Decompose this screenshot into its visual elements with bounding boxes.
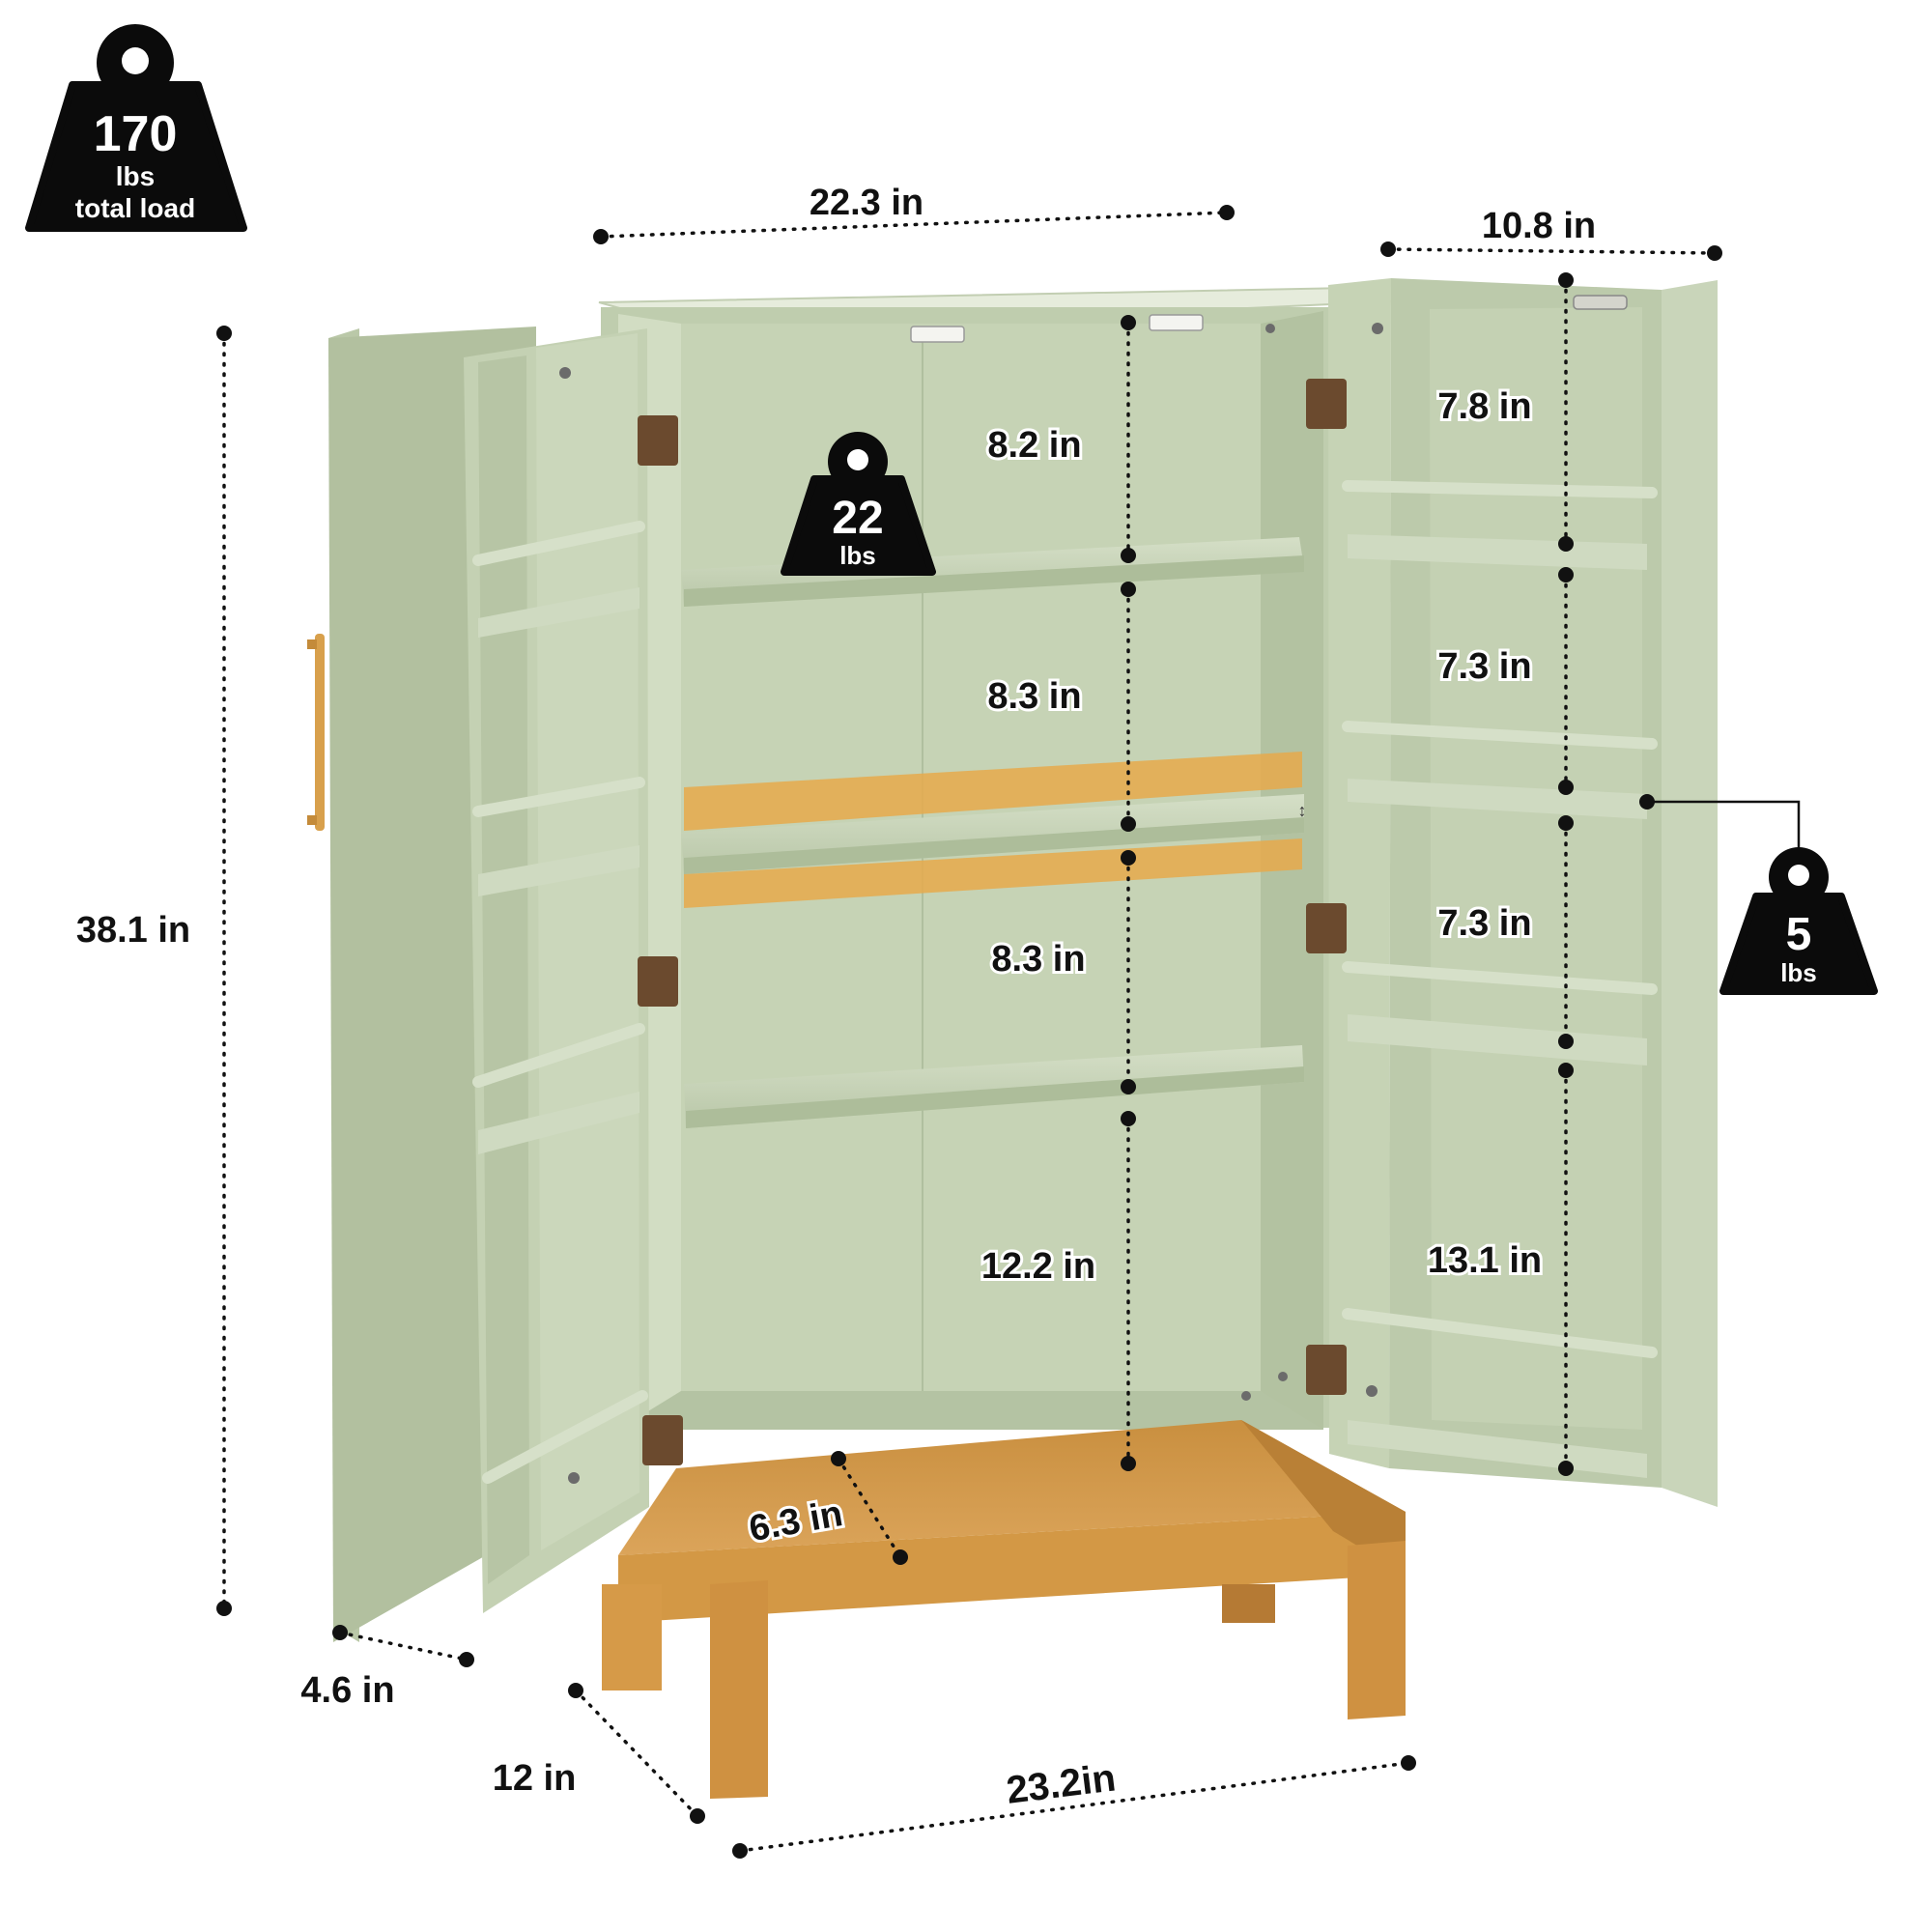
stool-apron-front — [618, 1512, 1406, 1623]
depth-label: 12 in — [493, 1758, 577, 1799]
interior-gap-label: 12.2 in — [981, 1246, 1095, 1287]
shelf-load-value: 22 — [832, 493, 883, 544]
hinge — [1306, 379, 1347, 429]
door-gap-label: 7.3 in — [1437, 903, 1531, 944]
right-door-edge — [1662, 280, 1718, 1507]
door-rack — [1342, 1308, 1658, 1478]
stool-top — [618, 1420, 1406, 1555]
cabinet-bottom-shelf — [618, 1391, 1323, 1430]
cabinet-right-wall — [1261, 311, 1323, 1430]
shelf-load-badge: 22 lbs — [781, 432, 936, 576]
door-gap-label: 13.1 in — [1428, 1240, 1542, 1281]
dimension-lines — [216, 205, 1801, 1859]
shelf-load-unit: lbs — [839, 541, 876, 570]
door-handle[interactable] — [315, 634, 325, 831]
door-rack — [472, 521, 645, 638]
adjust-arrow-icon: ↕ — [1298, 801, 1307, 820]
total-load-caption: total load — [75, 193, 195, 223]
hinge — [1306, 1345, 1347, 1395]
door-rack — [472, 777, 645, 896]
stool-leg — [602, 1584, 662, 1690]
door-rack-load-value: 5 — [1786, 909, 1812, 960]
stool-leg — [1222, 1584, 1275, 1623]
cabinet: ↕ — [598, 286, 1392, 1430]
left-door — [307, 327, 683, 1642]
door-rack — [1342, 721, 1658, 819]
hinge — [642, 1415, 683, 1465]
total-load-badge: 170 lbs total load — [25, 24, 247, 232]
shelf — [681, 537, 1304, 607]
hinge — [638, 415, 678, 466]
right-door — [1306, 278, 1718, 1507]
adjustable-shelf: ↕ — [681, 752, 1307, 908]
height-label: 38.1 in — [76, 910, 190, 951]
total-load-value: 170 — [94, 106, 178, 162]
door-rack — [1342, 961, 1658, 1065]
door-rack — [482, 1390, 648, 1484]
door-width-label: 10.8 in — [1482, 206, 1596, 246]
right-door-inner — [1328, 278, 1391, 1468]
stool-leg — [710, 1580, 768, 1799]
interior-gap-label: 8.2 in — [987, 425, 1081, 466]
top-width-label: 22.3 in — [810, 183, 923, 223]
door-rack — [472, 1023, 645, 1154]
weight-icon — [781, 432, 936, 576]
hinge — [1306, 903, 1347, 953]
door-depth-label: 4.6 in — [300, 1670, 394, 1711]
step-stool — [602, 1420, 1406, 1799]
door-gap-label: 7.8 in — [1437, 386, 1531, 427]
interior-gap-label: 8.3 in — [991, 939, 1085, 980]
weight-icon — [25, 24, 247, 232]
hinge — [638, 956, 678, 1007]
stool-apron-side — [1241, 1420, 1406, 1575]
door-rack-load-unit: lbs — [1780, 958, 1817, 987]
door-rack-load-badge: 5 lbs — [1719, 847, 1878, 995]
shelf — [684, 1045, 1304, 1128]
door-gap-label: 7.3 in — [1437, 646, 1531, 687]
weight-icon — [1719, 847, 1878, 995]
adjust-position-up — [684, 752, 1302, 831]
magnetic-latch — [1149, 314, 1204, 331]
total-load-unit: lbs — [116, 161, 155, 191]
magnetic-latch — [910, 326, 965, 343]
interior-gap-label: 8.3 in — [987, 676, 1081, 717]
adjust-position-down — [684, 838, 1302, 908]
stool-leg — [1348, 1541, 1406, 1719]
